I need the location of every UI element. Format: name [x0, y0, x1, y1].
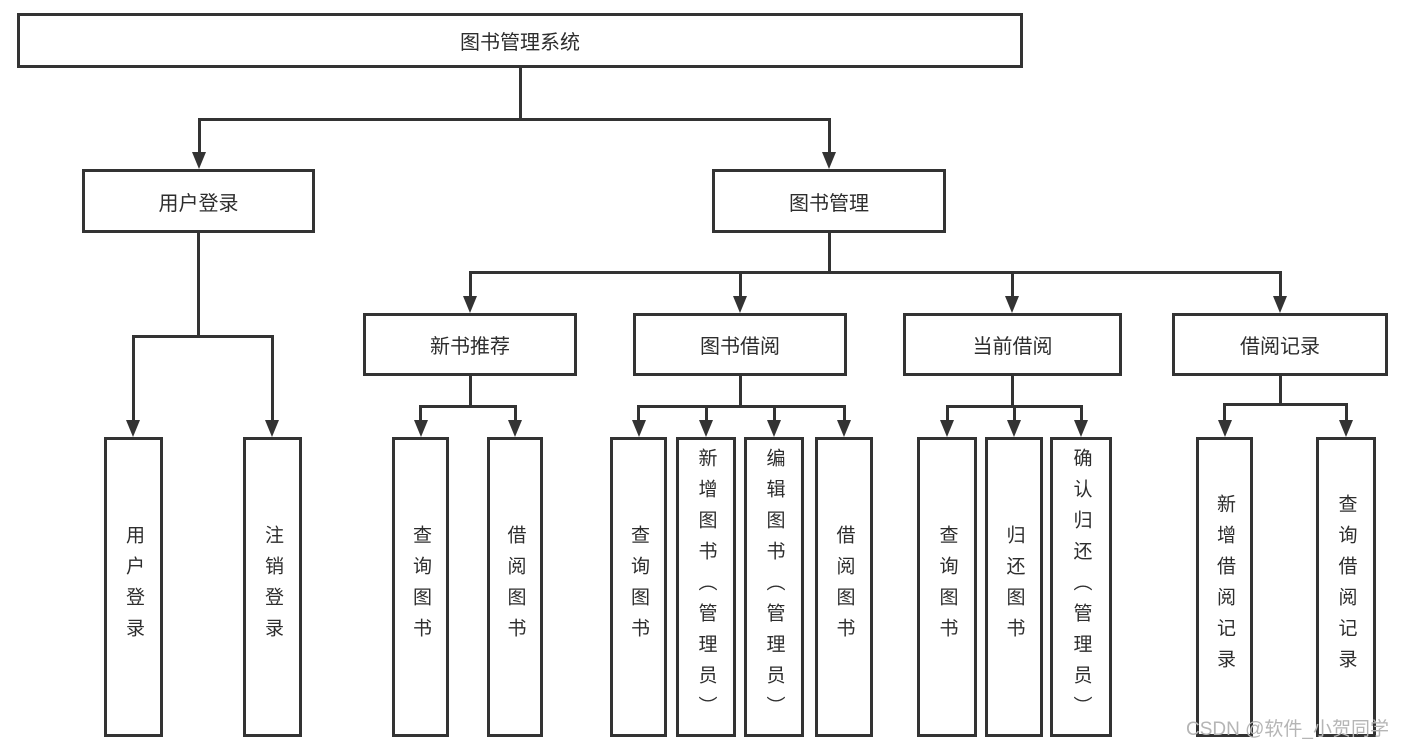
node-label: 查询借阅记录 — [1335, 494, 1357, 680]
connector-line — [519, 68, 522, 120]
node-current-borrowing: 当前借阅 — [903, 313, 1122, 376]
connector-line — [469, 271, 1282, 274]
node-borrow-books-recommend: 借阅图书 — [487, 437, 543, 737]
node-query-books-current: 查询图书 — [917, 437, 977, 737]
node-label: 新增图书（管理员） — [695, 447, 717, 727]
node-query-borrow-record: 查询借阅记录 — [1316, 437, 1376, 737]
node-label: 确认归还（管理员） — [1070, 447, 1092, 727]
connector-line — [1080, 405, 1083, 422]
arrowhead-icon — [733, 296, 747, 313]
connector-line — [514, 405, 517, 422]
arrowhead-icon — [1273, 296, 1287, 313]
node-label: 当前借阅 — [972, 336, 1053, 358]
arrowhead-icon — [192, 152, 206, 169]
arrowhead-icon — [1218, 420, 1232, 437]
node-user-login-leaf: 用户登录 — [104, 437, 163, 737]
node-query-books-borrowing: 查询图书 — [610, 437, 667, 737]
node-label: 新书推荐 — [430, 336, 510, 358]
connector-line — [739, 273, 742, 298]
arrowhead-icon — [1007, 420, 1021, 437]
connector-line — [637, 405, 846, 408]
arrowhead-icon — [822, 152, 836, 169]
arrowhead-icon — [126, 420, 140, 437]
node-label: 编辑图书（管理员） — [763, 447, 785, 727]
connector-line — [1013, 405, 1016, 422]
connector-line — [132, 335, 274, 338]
connector-line — [1279, 273, 1282, 298]
node-borrowing-records: 借阅记录 — [1172, 313, 1388, 376]
connector-line — [828, 233, 831, 271]
node-label: 图书管理系统 — [460, 32, 580, 54]
node-label: 用户登录 — [158, 192, 239, 215]
connector-line — [1223, 403, 1226, 422]
arrowhead-icon — [632, 420, 646, 437]
node-edit-book-admin: 编辑图书（管理员） — [744, 437, 804, 737]
arrowhead-icon — [463, 296, 477, 313]
connector-line — [773, 405, 776, 422]
arrowhead-icon — [767, 420, 781, 437]
node-label: 查询图书 — [410, 525, 431, 649]
arrowhead-icon — [1339, 420, 1353, 437]
connector-line — [419, 405, 517, 408]
node-label: 注销登录 — [262, 525, 283, 649]
node-system-title: 图书管理系统 — [17, 13, 1023, 68]
connector-line — [1011, 273, 1014, 298]
node-add-borrow-record: 新增借阅记录 — [1196, 437, 1253, 737]
arrowhead-icon — [265, 420, 279, 437]
node-add-book-admin: 新增图书（管理员） — [676, 437, 736, 737]
csdn-watermark: CSDN @软件_小贺同学 — [1186, 719, 1389, 740]
connector-line — [198, 120, 201, 154]
connector-line — [1223, 403, 1348, 406]
node-label: 借阅图书 — [504, 525, 526, 649]
connector-line — [1279, 376, 1282, 403]
node-label: 借阅图书 — [833, 525, 855, 649]
node-label: 借阅记录 — [1240, 336, 1320, 358]
connector-line — [739, 376, 742, 405]
connector-line — [1345, 403, 1348, 422]
arrowhead-icon — [508, 420, 522, 437]
connector-line — [637, 405, 640, 422]
node-label: 查询图书 — [628, 525, 649, 649]
connector-line — [705, 405, 708, 422]
node-borrow-books-borrowing: 借阅图书 — [815, 437, 873, 737]
node-label: 图书管理 — [789, 192, 869, 215]
arrowhead-icon — [837, 420, 851, 437]
arrowhead-icon — [414, 420, 428, 437]
node-label: 查询图书 — [936, 525, 958, 649]
arrowhead-icon — [1074, 420, 1088, 437]
node-new-book-recommend: 新书推荐 — [363, 313, 577, 376]
node-query-books-recommend: 查询图书 — [392, 437, 449, 737]
node-book-borrowing: 图书借阅 — [633, 313, 847, 376]
node-confirm-return-admin: 确认归还（管理员） — [1050, 437, 1112, 737]
node-return-book: 归还图书 — [985, 437, 1043, 737]
connector-line — [419, 405, 422, 422]
connector-line — [828, 120, 831, 154]
node-label: 用户登录 — [123, 525, 144, 649]
node-book-management: 图书管理 — [712, 169, 946, 233]
connector-line — [132, 337, 135, 421]
connector-line — [469, 273, 472, 298]
arrowhead-icon — [699, 420, 713, 437]
arrowhead-icon — [1005, 296, 1019, 313]
connector-line — [271, 337, 274, 421]
connector-line — [1011, 376, 1014, 405]
node-label: 新增借阅记录 — [1214, 494, 1235, 680]
connector-line — [198, 118, 831, 121]
connector-line — [469, 376, 472, 405]
node-logout-leaf: 注销登录 — [243, 437, 302, 737]
connector-line — [843, 405, 846, 422]
node-label: 归还图书 — [1003, 525, 1025, 649]
arrowhead-icon — [940, 420, 954, 437]
connector-line — [197, 233, 200, 335]
node-label: 图书借阅 — [700, 336, 780, 358]
connector-line — [946, 405, 949, 422]
node-user-login: 用户登录 — [82, 169, 315, 233]
